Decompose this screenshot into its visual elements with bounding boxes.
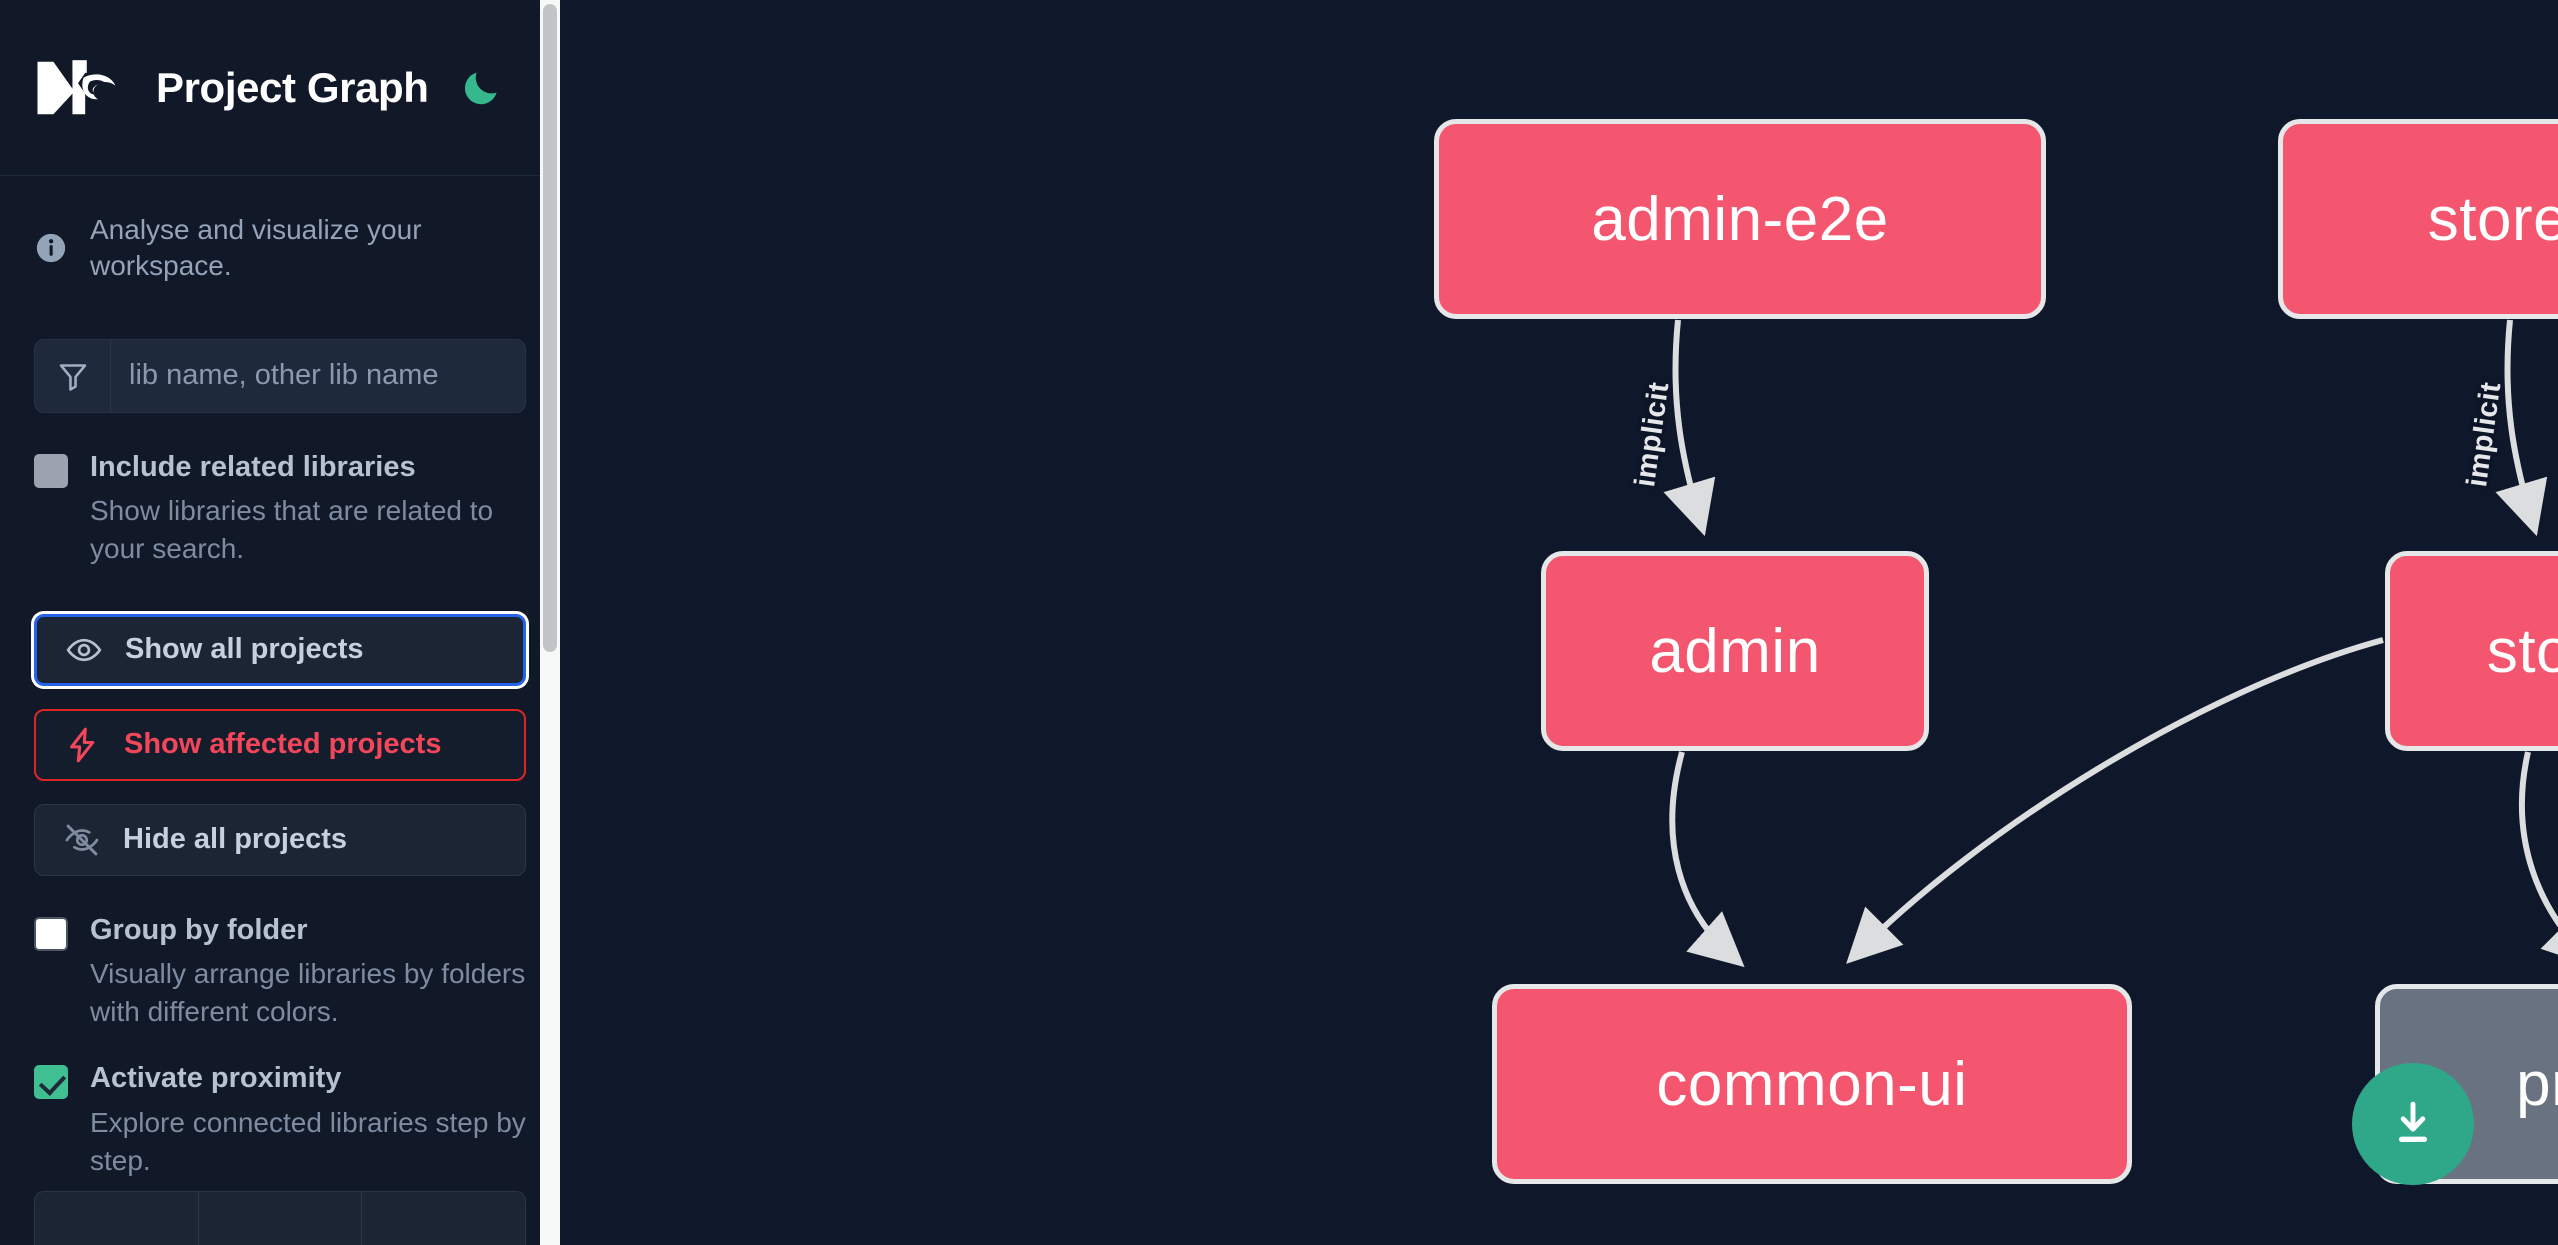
graph-node-admin-e2e[interactable]: admin-e2e	[1434, 119, 2046, 319]
show-all-projects-label: Show all projects	[125, 633, 364, 666]
option-label: Activate proximity	[90, 1062, 342, 1095]
edge-store-to-common-ui	[1846, 637, 2384, 964]
filter-icon-container	[35, 339, 111, 412]
graph-node-common-ui[interactable]: common-ui	[1492, 984, 2132, 1184]
eye-off-icon	[63, 821, 101, 859]
download-icon	[2399, 1101, 2427, 1142]
show-affected-projects-label: Show affected projects	[124, 728, 442, 761]
moon-icon	[464, 72, 497, 104]
search-input[interactable]	[111, 339, 525, 412]
info-icon	[36, 234, 66, 263]
graph-node-store-e2e[interactable]: store-e2e	[2278, 119, 2558, 319]
graph-canvas[interactable]: admin-e2e store-e2e admin store common-u…	[560, 0, 2558, 1245]
theme-toggle-button[interactable]	[455, 62, 507, 114]
graph-node-store[interactable]: store	[2385, 551, 2558, 751]
segment-option-3[interactable]	[362, 1192, 525, 1245]
sidebar: Project Graph Analyse and visualize your…	[0, 0, 560, 1245]
project-visibility-actions: Show all projects Show affected projects	[0, 613, 560, 876]
search-field[interactable]	[34, 338, 526, 413]
option-group-by-folder[interactable]: Group by folder Visually arrange librari…	[0, 912, 560, 1031]
filter-icon	[59, 364, 86, 391]
edge-store-to-products	[2518, 751, 2558, 968]
checkbox-activate-proximity[interactable]	[34, 1065, 68, 1100]
graph-node-admin[interactable]: admin	[1541, 551, 1929, 751]
graph-edges	[1663, 319, 2558, 968]
option-include-related-libraries[interactable]: Include related libraries Show libraries…	[0, 449, 560, 568]
workspace-info: Analyse and visualize your workspace.	[0, 176, 560, 285]
sidebar-scrollbar-thumb[interactable]	[543, 4, 557, 652]
option-texts: Include related libraries Show libraries…	[90, 449, 526, 568]
proximity-step-segmented-control[interactable]	[34, 1191, 526, 1245]
checkbox-group-by-folder[interactable]	[34, 916, 68, 951]
hide-all-projects-label: Hide all projects	[123, 823, 348, 856]
option-description: Visually arrange libraries by folders wi…	[90, 957, 526, 1027]
option-label: Group by folder	[90, 913, 308, 946]
eye-icon	[65, 631, 103, 669]
workspace-info-text: Analyse and visualize your workspace.	[90, 214, 422, 282]
edge-admin-to-common-ui	[1669, 751, 1745, 968]
lightning-icon	[64, 726, 102, 764]
checkbox-include-related-libraries[interactable]	[34, 453, 68, 488]
nx-logo	[37, 59, 116, 114]
option-activate-proximity[interactable]: Activate proximity Explore connected lib…	[0, 1060, 560, 1179]
show-affected-projects-button[interactable]: Show affected projects	[34, 708, 526, 781]
sidebar-header: Project Graph	[0, 0, 560, 176]
edge-admin-e2e-to-admin	[1663, 319, 1716, 537]
page-title: Project Graph	[156, 63, 429, 111]
option-label: Include related libraries	[90, 450, 416, 483]
download-image-button[interactable]	[2352, 1063, 2474, 1185]
hide-all-projects-button[interactable]: Hide all projects	[34, 803, 526, 876]
option-description: Explore connected libraries step by step…	[90, 1106, 526, 1176]
option-texts: Group by folder Visually arrange librari…	[90, 912, 526, 1031]
segment-option-2[interactable]	[199, 1192, 363, 1245]
option-description: Show libraries that are related to your …	[90, 495, 494, 564]
sidebar-scrollbar[interactable]	[540, 0, 560, 1245]
segment-option-1[interactable]	[35, 1192, 199, 1245]
show-all-projects-button[interactable]: Show all projects	[34, 613, 526, 686]
edge-store-e2e-to-store	[2495, 319, 2548, 537]
option-texts: Activate proximity Explore connected lib…	[90, 1060, 526, 1179]
